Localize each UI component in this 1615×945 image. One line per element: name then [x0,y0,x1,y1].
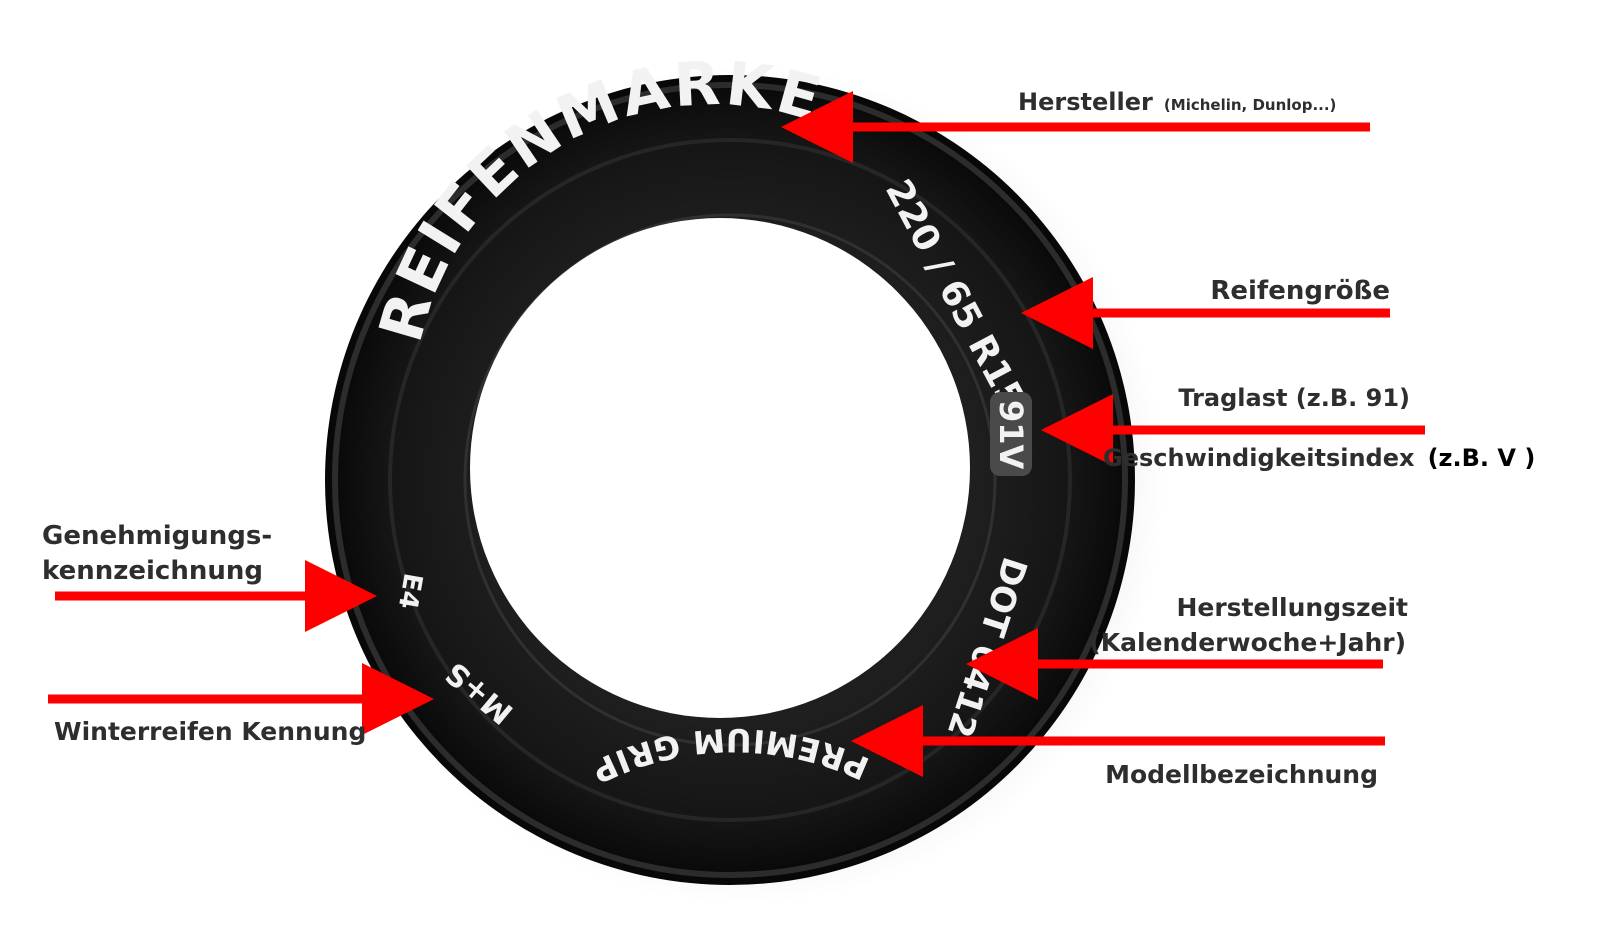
load-speed-text: 91V [992,400,1030,470]
label-approval-line2: kennzeichnung [42,556,263,586]
label-model-name: Modellbezeichnung [1105,760,1378,789]
load-speed-badge [990,392,1032,476]
label-approval-line1: Genehmigungs- [42,521,272,551]
label-tire-size: Reifengröße [1210,276,1390,306]
tire-tread-ring [332,82,1128,878]
approval-mark-text: E4 [392,571,428,612]
label-manufacturer: Hersteller (Michelin, Dunlop...) [1018,88,1336,116]
label-load-index: Traglast (z.B. 91) [1178,384,1410,412]
tire-rim-hole [470,218,970,718]
tire-bead-ring [463,213,997,747]
label-manufacture-date-line1: Herstellungszeit [1176,593,1408,622]
label-winter-id: Winterreifen Kennung [54,717,366,746]
arrows [48,91,1425,777]
label-manufacture-date-line2: (Kalenderwoche+Jahr) [1089,628,1406,657]
label-speed-index: Geschwindigkeitsindex (z.B. V ) [1103,444,1535,472]
tire-shoulder-ring [388,138,1072,822]
